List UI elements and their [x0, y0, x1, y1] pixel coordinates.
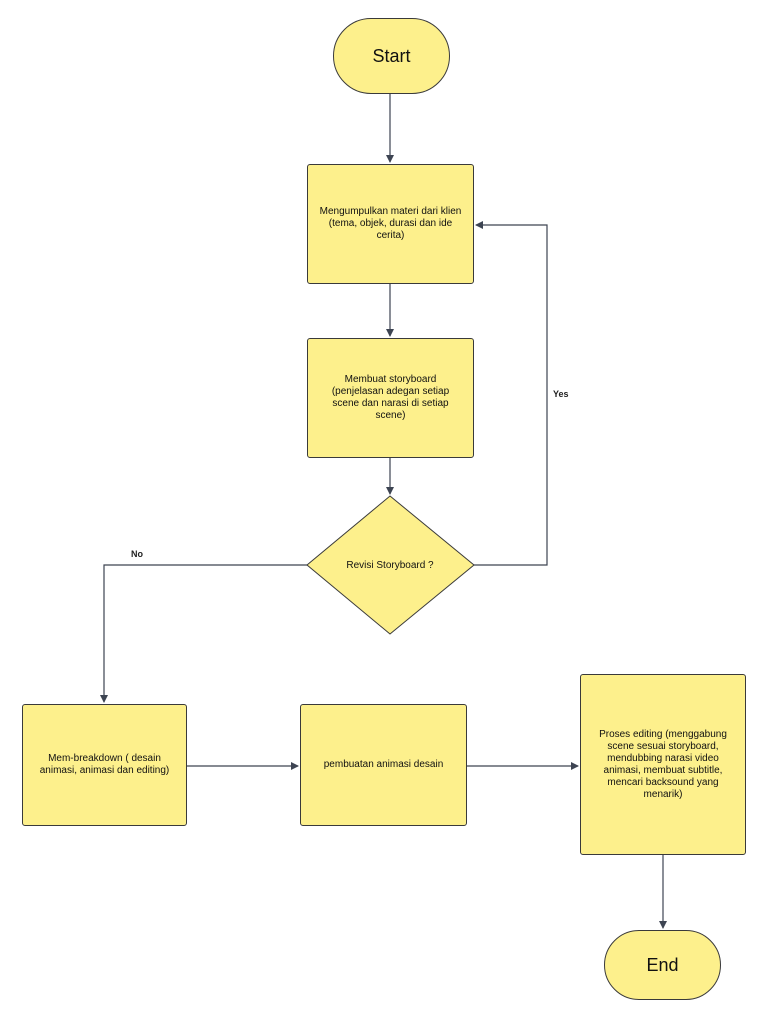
collect-materials-box: Mengumpulkan materi dari klien (tema, ob…	[307, 164, 474, 284]
collect-materials-label: Mengumpulkan materi dari klien (tema, ob…	[319, 206, 462, 241]
start-terminal: Start	[333, 18, 450, 94]
yes-edge-label: Yes	[553, 389, 569, 399]
breakdown-label: Mem-breakdown ( desain animasi, animasi …	[39, 753, 170, 776]
decision-label: Revisi Storyboard ?	[346, 559, 434, 571]
editing-process-box: Proses editing (menggabung scene sesuai …	[580, 674, 746, 855]
edge-decision-no	[100, 564, 307, 703]
make-storyboard-box: Membuat storyboard (penjelasan adegan se…	[307, 338, 474, 458]
end-terminal: End	[604, 930, 721, 1000]
make-storyboard-label: Membuat storyboard (penjelasan adegan se…	[331, 374, 450, 421]
breakdown-box: Mem-breakdown ( desain animasi, animasi …	[22, 704, 187, 826]
no-edge-label: No	[131, 549, 143, 559]
decision-diamond	[306, 495, 475, 635]
start-label: Start	[372, 46, 411, 66]
edge-decision-yes-loop	[474, 221, 548, 566]
editing-process-label: Proses editing (menggabung scene sesuai …	[599, 728, 727, 800]
animation-design-box: pembuatan animasi desain	[300, 704, 467, 826]
animation-design-label: pembuatan animasi desain	[323, 759, 444, 770]
end-label: End	[646, 955, 679, 975]
